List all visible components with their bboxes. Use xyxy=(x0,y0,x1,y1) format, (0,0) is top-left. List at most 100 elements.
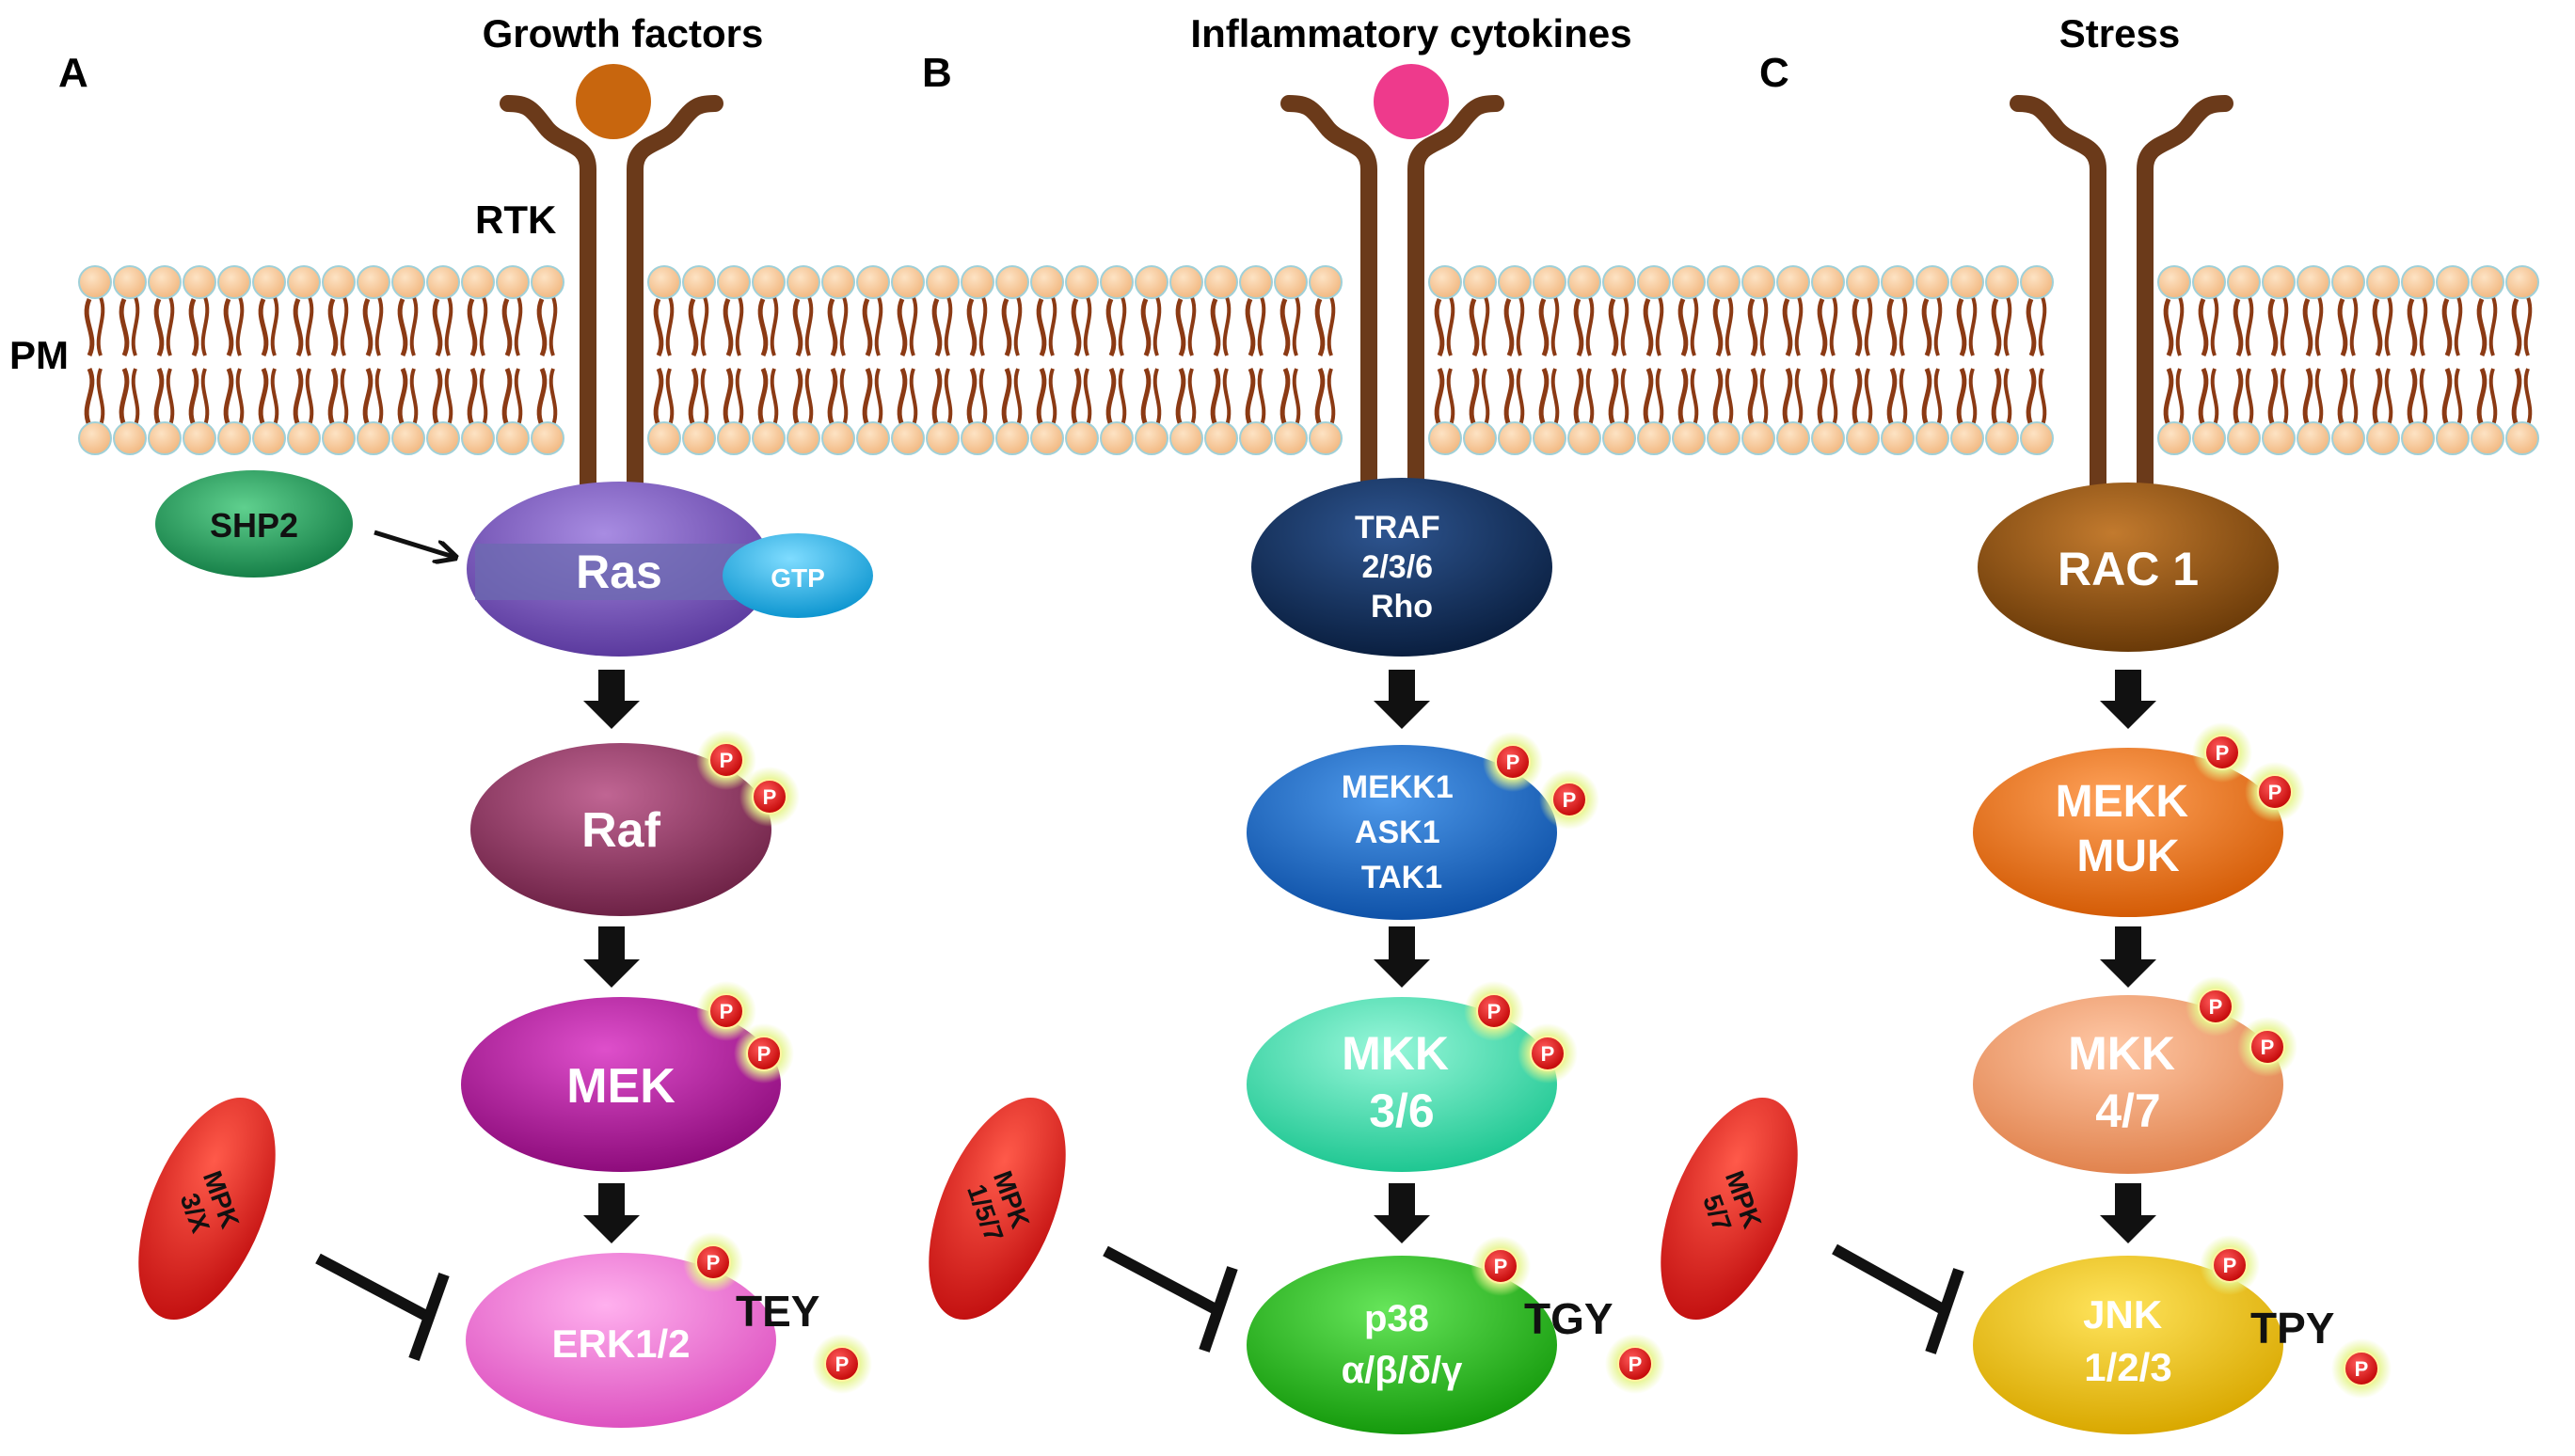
lipid-tail xyxy=(1643,297,1654,357)
phosphate-dot xyxy=(2212,1247,2248,1283)
lipid-tail xyxy=(1829,368,1838,426)
phosphate-dot xyxy=(2257,774,2293,810)
phosphate-badge: P xyxy=(2200,1235,2260,1295)
lipid-head xyxy=(252,421,286,455)
p38-node xyxy=(1247,1256,1557,1434)
phosphate-badge: P xyxy=(1483,732,1543,792)
lipid-head xyxy=(287,265,321,299)
phosphate-dot xyxy=(1530,1036,1566,1071)
lipid-head xyxy=(2331,265,2365,299)
lipid-tail xyxy=(2210,368,2219,426)
lipid-tail xyxy=(2038,296,2047,356)
lipid-head xyxy=(1309,265,1343,299)
lipid-head xyxy=(391,265,425,299)
phosphate-dot xyxy=(752,779,787,815)
lipid-head xyxy=(2020,265,2054,299)
rac1-label: RAC 1 xyxy=(2058,543,2199,595)
lipid-head xyxy=(426,421,460,455)
lipid-tail xyxy=(978,296,988,356)
mkk36-line1: MKK xyxy=(1342,1027,1449,1080)
lipid-tail xyxy=(1222,368,1232,426)
lipid-head xyxy=(926,265,960,299)
lipid-tail xyxy=(1434,297,1445,357)
lipid-head xyxy=(2401,265,2435,299)
phosphate-label: P xyxy=(1563,788,1577,812)
phosphate-badge: P xyxy=(2245,762,2305,822)
lipid-tail xyxy=(1503,297,1515,357)
lipid-head xyxy=(1428,421,1462,455)
lipid-head xyxy=(2020,421,2054,455)
lipid-head xyxy=(995,421,1029,455)
lipid-tail xyxy=(2314,296,2324,356)
lipid-head xyxy=(78,265,112,299)
lipid-tail xyxy=(944,368,953,426)
growth-factor-ligand xyxy=(576,64,651,139)
lipid-tail xyxy=(119,367,130,427)
lipid-head xyxy=(1309,421,1343,455)
activation-arrow xyxy=(2100,670,2156,729)
mekk-line2: MUK xyxy=(2076,831,2180,881)
lipid-tail xyxy=(944,296,953,356)
lipid-tail xyxy=(1817,367,1828,427)
lipid-tail xyxy=(432,367,443,427)
mpk-57-node xyxy=(1661,1097,1798,1321)
lipid-tail xyxy=(804,368,814,426)
lipid-tail xyxy=(2163,297,2174,357)
lipid-head xyxy=(682,265,716,299)
lipid-head xyxy=(1602,421,1636,455)
lipid-tail xyxy=(2349,368,2359,426)
lipid-tail xyxy=(1677,297,1689,357)
lipid-head xyxy=(1463,265,1497,299)
cytokine-ligand xyxy=(1374,64,1449,139)
lipid-tail xyxy=(2511,367,2522,427)
p38-line2: α/β/δ/γ xyxy=(1342,1350,1464,1391)
lipid-tail xyxy=(735,368,744,426)
lipid-tail xyxy=(723,367,734,427)
mekk1-node xyxy=(1247,745,1557,920)
lipid-head xyxy=(1707,265,1741,299)
raf-node xyxy=(470,743,771,916)
lipid-head xyxy=(2366,265,2400,299)
lipid-head xyxy=(647,265,681,299)
rtk-label: RTK xyxy=(475,198,556,242)
phosphate-badge: P xyxy=(683,1232,743,1292)
mek-node xyxy=(461,997,781,1172)
lipid-tail xyxy=(874,368,883,426)
lipid-head xyxy=(496,265,530,299)
lipid-head xyxy=(2436,265,2470,299)
tey-motif: TEY xyxy=(736,1287,819,1336)
lipid-tail xyxy=(1608,297,1619,357)
activation-arrow xyxy=(2100,926,2156,988)
lipid-head xyxy=(2366,421,2400,455)
lipid-tail xyxy=(1747,367,1758,427)
lipid-tail xyxy=(1585,296,1595,356)
lipid-tail xyxy=(1643,367,1654,427)
lipid-tail xyxy=(1538,367,1550,427)
mekk1-line1: MEKK1 xyxy=(1342,769,1454,805)
lipid-head xyxy=(1846,265,1880,299)
lipid-head xyxy=(461,421,495,455)
lipid-tail xyxy=(362,367,374,427)
phosphate-badge: P xyxy=(1518,1023,1578,1084)
lipid-tail xyxy=(2267,297,2279,357)
stimulus-growth-factors: Growth factors xyxy=(483,11,764,55)
phosphate-label: P xyxy=(1494,1255,1508,1278)
mpk-157-inhibition xyxy=(1103,1245,1238,1353)
lipid-head xyxy=(2331,421,2365,455)
lipid-head xyxy=(78,421,112,455)
lipid-head xyxy=(148,421,182,455)
lipid-head xyxy=(287,421,321,455)
lipid-tail xyxy=(1327,368,1336,426)
lipid-tail xyxy=(548,296,558,356)
phosphate-label: P xyxy=(1629,1353,1643,1376)
lipid-head xyxy=(2157,421,2191,455)
lipid-head xyxy=(787,265,820,299)
lipid-tail xyxy=(909,368,918,426)
lipid-head xyxy=(1915,265,1949,299)
lipid-tail xyxy=(1257,368,1266,426)
lipid-head xyxy=(1274,421,1308,455)
lipid-tail xyxy=(362,297,374,357)
lipid-tail xyxy=(2175,368,2185,426)
lipid-tail xyxy=(166,296,175,356)
lipid-head xyxy=(357,421,390,455)
